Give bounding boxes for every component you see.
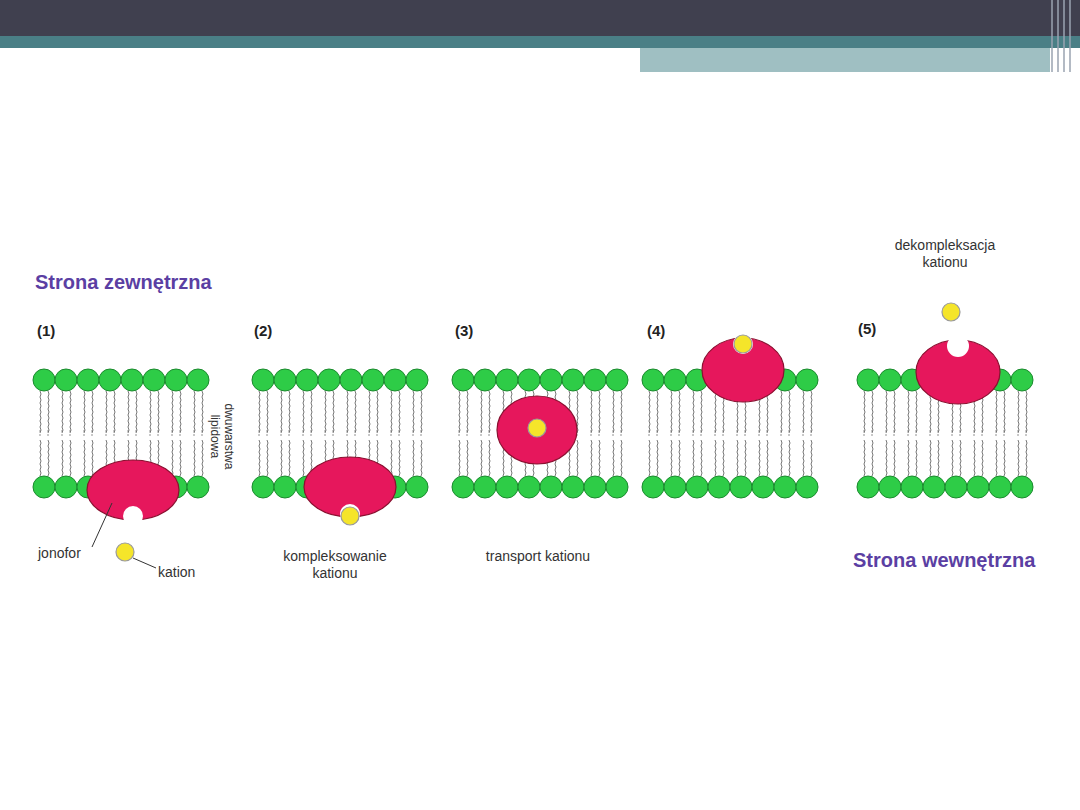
part-label: kation <box>158 564 218 581</box>
edge-lines <box>1052 0 1070 72</box>
header-bar <box>0 0 1080 36</box>
callout-number: (5) <box>858 320 898 338</box>
callout-number: (4) <box>647 322 687 340</box>
callout-number: (1) <box>37 322 77 340</box>
part-label: jonofor <box>38 545 108 562</box>
callout-number: (2) <box>254 322 294 340</box>
side-heading: Strona wewnętrzna <box>853 548 1053 572</box>
header-accent <box>640 48 1050 72</box>
step-label: dekompleksacja kationu <box>880 237 1010 271</box>
side-heading: Strona zewnętrzna <box>35 270 295 294</box>
callout-number: (3) <box>455 322 495 340</box>
cations <box>116 303 960 561</box>
ionophores <box>87 334 1000 526</box>
leader-lines <box>92 503 156 568</box>
bilayer-label: dwuwarstwa lipidowa <box>208 381 237 491</box>
lipid-bilayers <box>33 369 1033 498</box>
header-band <box>0 36 1080 48</box>
step-label: transport kationu <box>463 548 613 565</box>
step-label: kompleksowanie kationu <box>270 548 400 582</box>
